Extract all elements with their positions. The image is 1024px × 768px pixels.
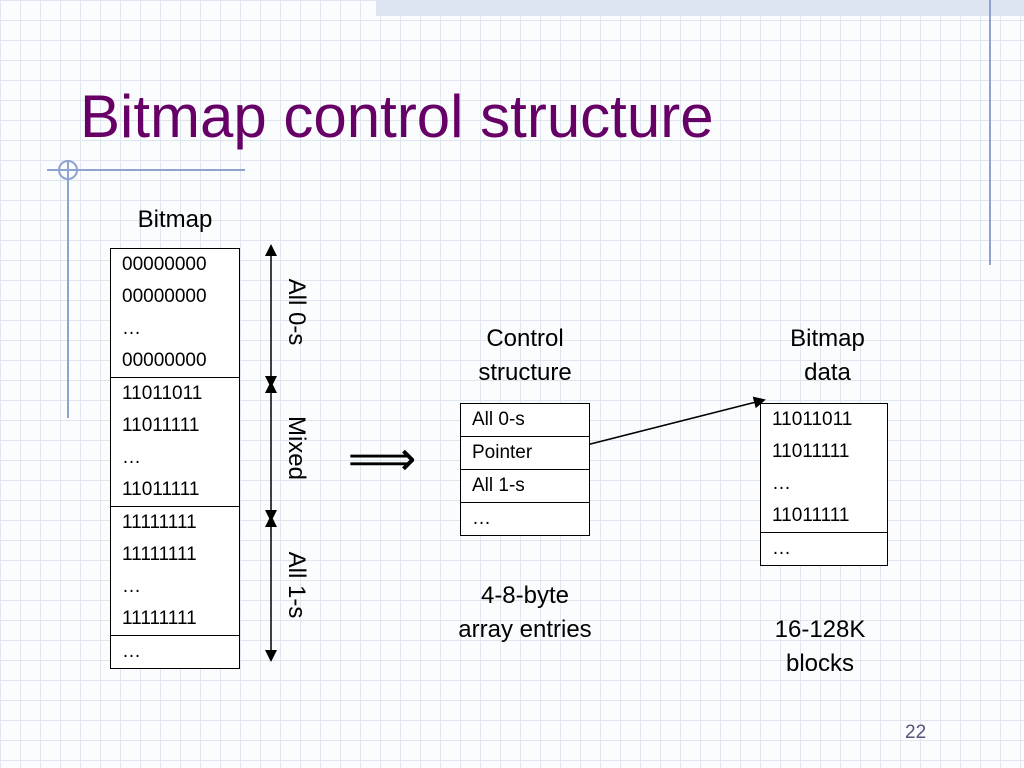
bitmap-row: 11011111 (122, 415, 200, 436)
bitmap-row: 11111111 (122, 608, 197, 629)
bitmap-row: 00000000 (122, 286, 207, 307)
bitmap-section-ones: 11111111 11111111 … 11111111 (111, 507, 239, 636)
bitmap-row: 00000000 (122, 350, 207, 371)
control-structure-caption-2: array entries (458, 616, 592, 643)
slide-title: Bitmap control structure (80, 83, 714, 150)
bitmap-row: … (122, 576, 141, 597)
bitmap-data-caption-2: blocks (785, 650, 855, 677)
bitmap-data-block: 11011011 11011111 … 11011111 (761, 404, 887, 533)
bitmap-data-row: … (772, 538, 791, 559)
bitmap-data-row: 11011111 (772, 441, 850, 462)
bitmap-data-caption-1: 16-128K (774, 616, 866, 643)
control-cell: … (472, 508, 491, 529)
bitmap-row: 11111111 (122, 544, 197, 565)
bitmap-data-heading-2: data (804, 359, 851, 386)
bitmap-data-row: 11011011 (772, 409, 853, 430)
control-cell: All 1-s (461, 470, 589, 503)
control-cell: All 0-s (461, 404, 589, 437)
bitmap-data-row: … (772, 473, 791, 494)
bitmap-row: 11111111 (122, 512, 197, 533)
bitmap-row: 11011111 (122, 479, 200, 500)
bitmap-heading: Bitmap (137, 206, 213, 233)
bitmap-row: 11011011 (122, 383, 203, 404)
implies-arrow-icon: ⟹ (347, 433, 417, 486)
bitmap-data-rest: … (761, 533, 887, 565)
bitmap-data-row: 11011111 (772, 505, 850, 526)
bitmap-row: 00000000 (122, 254, 207, 275)
bitmap-data-heading-1: Bitmap (790, 325, 865, 352)
control-cell: Pointer (461, 437, 589, 470)
bitmap-table: 00000000 00000000 … 00000000 11011011 11… (110, 248, 240, 669)
control-structure-heading-1: Control (486, 325, 564, 352)
bitmap-data-table: 11011011 11011111 … 11011111 … (760, 403, 888, 566)
bitmap-section-rest: … (111, 636, 239, 668)
control-structure-table: All 0-s Pointer All 1-s … (460, 403, 590, 536)
bitmap-section-mixed: 11011011 11011111 … 11011111 (111, 378, 239, 507)
bitmap-row: … (122, 318, 141, 339)
decor-circle-icon (58, 160, 78, 180)
control-structure-heading-2: structure (478, 359, 572, 386)
bitmap-section-zeros: 00000000 00000000 … 00000000 (111, 249, 239, 378)
bitmap-row: … (122, 447, 141, 468)
bitmap-row: … (122, 641, 141, 662)
control-structure-caption-1: 4-8-byte (480, 582, 570, 609)
top-decor-band (376, 0, 1024, 16)
page-number: 22 (905, 722, 927, 743)
